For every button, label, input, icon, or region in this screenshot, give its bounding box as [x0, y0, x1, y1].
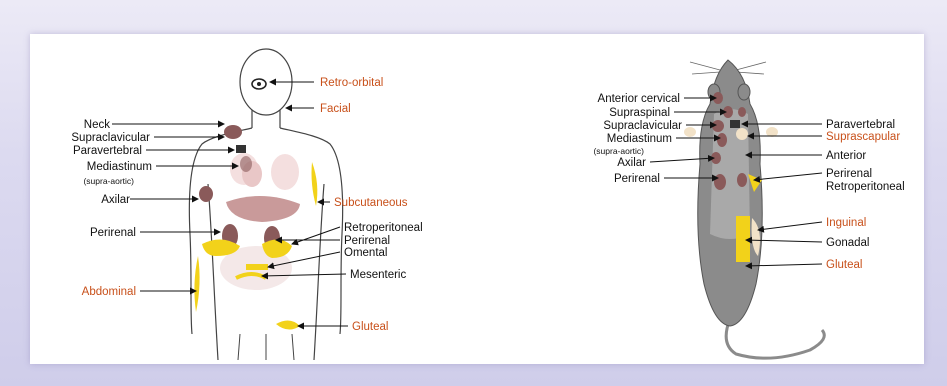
label-supraclavicular: Supraclavicular	[71, 132, 150, 144]
label-anterior-cervical: Anterior cervical	[598, 93, 680, 105]
label-anterior: Anterior	[826, 150, 866, 162]
label-perirenal-mouse-right: Perirenal	[826, 168, 872, 180]
label-retro-orbital: Retro-orbital	[320, 77, 383, 89]
label-mesenteric: Mesenteric	[350, 269, 406, 281]
figure-frame: Retro-orbital Facial Neck Supraclavicula…	[30, 34, 924, 364]
label-omental: Omental	[344, 247, 387, 259]
label-abdominal: Abdominal	[82, 286, 136, 298]
label-gluteal-human: Gluteal	[352, 321, 388, 333]
label-subcutaneous: Subcutaneous	[334, 197, 408, 209]
label-retroperitoneal: Retroperitoneal	[344, 222, 423, 234]
label-perirenal-left: Perirenal	[90, 227, 136, 239]
label-axilar-mouse: Axilar	[617, 157, 646, 169]
label-paravertebral: Paravertebral	[73, 145, 142, 157]
label-mediastinum: Mediastinum	[87, 161, 152, 173]
label-mediastinum-mouse: Mediastinum	[607, 133, 672, 145]
label-supra-aortic-human: (supra-aortic)	[83, 176, 134, 186]
label-paravertebral-mouse: Paravertebral	[826, 119, 895, 131]
anatomy-diagram: Retro-orbital Facial Neck Supraclavicula…	[30, 34, 924, 364]
label-retroperitoneal-mouse: Retroperitoneal	[826, 181, 905, 193]
label-supra-aortic-mouse: (supra-aortic)	[593, 146, 644, 156]
label-neck: Neck	[84, 119, 110, 131]
label-axilar: Axilar	[101, 194, 130, 206]
label-inguinal: Inguinal	[826, 217, 866, 229]
label-supraclavicular-mouse: Supraclavicular	[603, 120, 682, 132]
human-figure	[189, 49, 342, 360]
label-gluteal-mouse: Gluteal	[826, 259, 862, 271]
label-suprascapular: Suprascapular	[826, 131, 900, 143]
label-gonadal: Gonadal	[826, 237, 869, 249]
label-perirenal-mouse-left: Perirenal	[614, 173, 660, 185]
label-facial: Facial	[320, 103, 351, 115]
mouse-figure	[684, 60, 824, 358]
label-supraspinal: Supraspinal	[609, 107, 670, 119]
label-perirenal-right: Perirenal	[344, 235, 390, 247]
